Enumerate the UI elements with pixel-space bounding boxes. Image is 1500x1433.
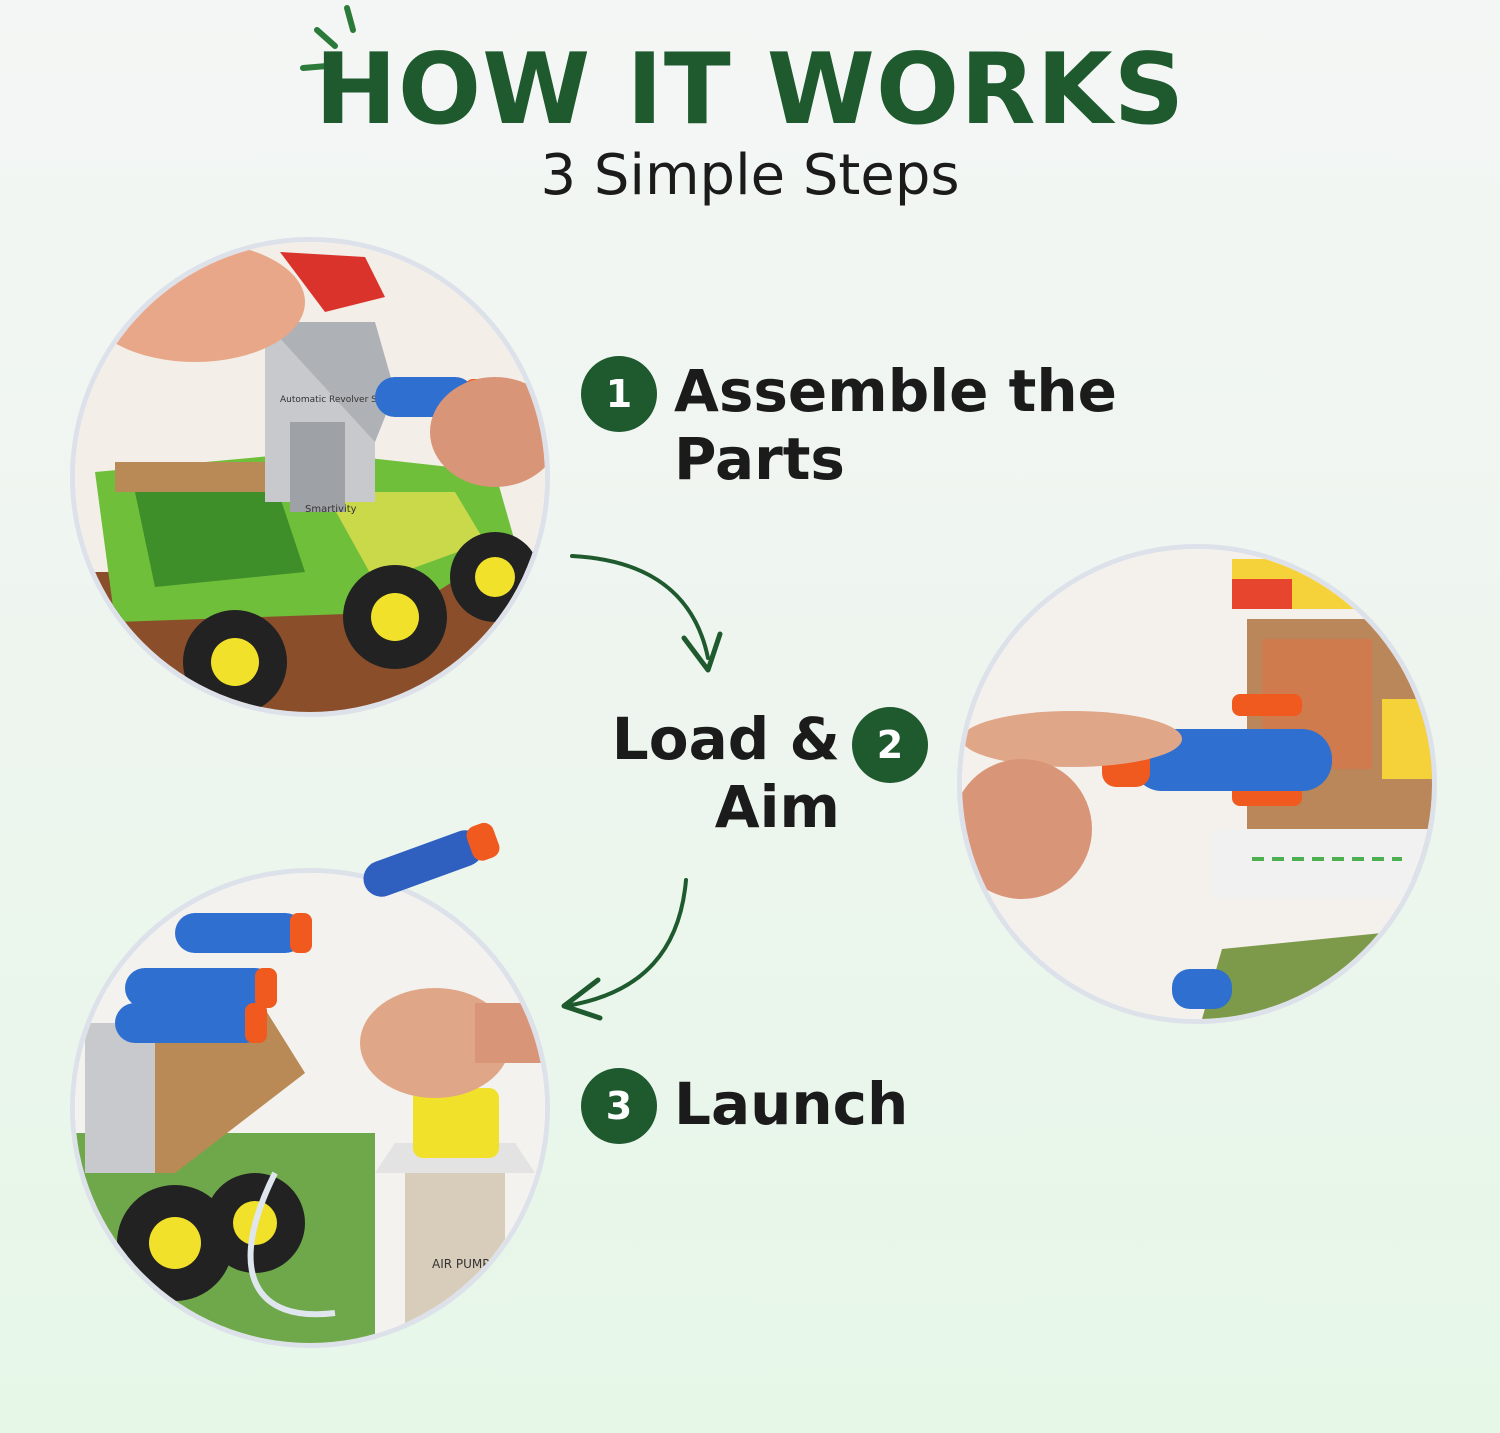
air-pump-label-text: AIR PUMP xyxy=(432,1257,490,1271)
step-1-badge: 1 xyxy=(581,356,657,432)
step-3-badge: 3 xyxy=(581,1068,657,1144)
revolver-label-text: Automatic Revolver System xyxy=(280,395,405,405)
step-1-label-line-2: Parts xyxy=(674,425,845,494)
step-2-label: Load & Aim xyxy=(560,705,840,842)
step-1-label-line-1: Assemble the xyxy=(674,357,1117,425)
step-3-label-line-1: Launch xyxy=(674,1070,909,1138)
step-2-photo xyxy=(957,544,1437,1024)
step-2-label-line-2: Aim xyxy=(714,773,840,842)
curved-arrow-icon xyxy=(570,554,723,673)
step-1-photo: Automatic Revolver System Smartivity xyxy=(70,237,550,717)
step-3-label: Launch xyxy=(674,1070,908,1138)
curved-arrow-icon xyxy=(561,878,688,1021)
step-2-label-line-1: Load & xyxy=(611,705,840,773)
step-3-photo: AIR PUMP xyxy=(70,868,550,1348)
brand-label-text: Smartivity xyxy=(305,504,357,515)
page-title: HOW IT WORKS xyxy=(314,33,1186,147)
spark-lines-icon xyxy=(300,5,356,71)
step-2-badge: 2 xyxy=(852,707,928,783)
page-subtitle: 3 Simple Steps xyxy=(540,143,960,208)
step-1-label: Assemble the Parts xyxy=(674,357,1117,494)
flying-dart-image xyxy=(363,822,500,897)
